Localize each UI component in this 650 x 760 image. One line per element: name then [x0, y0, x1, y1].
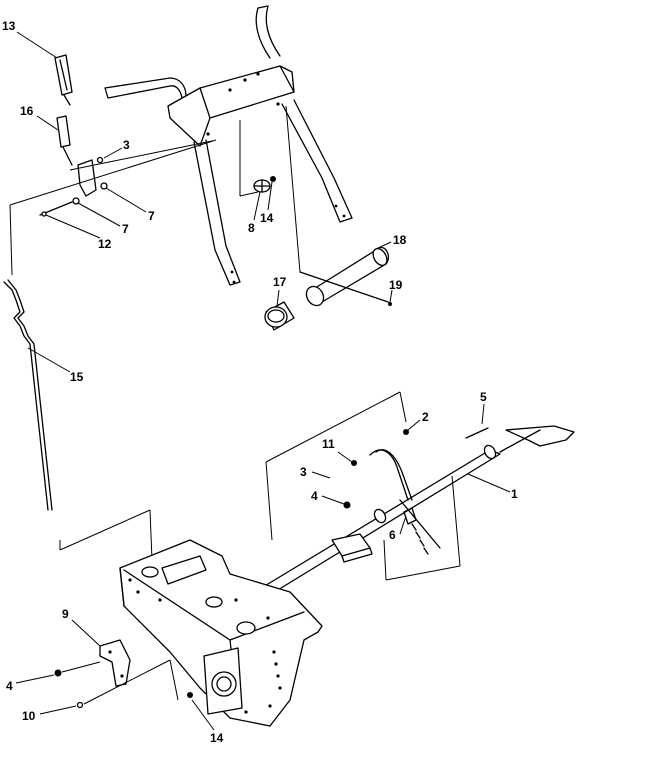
control-lever-bracket	[39, 156, 108, 217]
callout-8: 8	[248, 221, 255, 235]
callout-6: 6	[389, 528, 396, 542]
callout-1: 1	[511, 487, 518, 501]
callout-3-lower: 3	[300, 465, 307, 479]
handle-grip-part	[54, 54, 73, 106]
pedal-assembly	[257, 391, 575, 597]
callout-9: 9	[62, 607, 69, 621]
bracket-part	[54, 639, 193, 709]
callout-12: 12	[98, 237, 112, 251]
callout-13: 13	[2, 19, 16, 33]
callout-7-lower: 7	[122, 222, 129, 236]
callout-14-upper: 14	[260, 211, 274, 225]
tube-part	[264, 246, 392, 331]
frame-part	[119, 539, 323, 727]
callout-19: 19	[389, 278, 403, 292]
callout-3-upper: 3	[123, 138, 130, 152]
callout-11: 11	[322, 437, 335, 451]
callout-7-upper: 7	[148, 209, 155, 223]
callout-5: 5	[480, 390, 487, 404]
callout-4-upper: 4	[311, 489, 318, 503]
handle-sleeve-part	[56, 115, 73, 166]
callout-labels: 13 16 3 7 7 12 8 14 18 17 19 15 5 2 11 3…	[2, 19, 518, 745]
callout-10: 10	[22, 709, 36, 723]
control-rod-part	[3, 279, 153, 561]
knob-part	[253, 176, 276, 193]
callout-17: 17	[273, 275, 287, 289]
upper-handle-assembly	[9, 5, 353, 286]
callout-18: 18	[393, 233, 407, 247]
callout-16: 16	[20, 104, 34, 118]
callout-14-lower: 14	[210, 731, 224, 745]
callout-4-lower: 4	[6, 679, 13, 693]
callout-2: 2	[422, 410, 429, 424]
callout-leaders	[15, 31, 511, 731]
callout-15: 15	[70, 370, 84, 384]
